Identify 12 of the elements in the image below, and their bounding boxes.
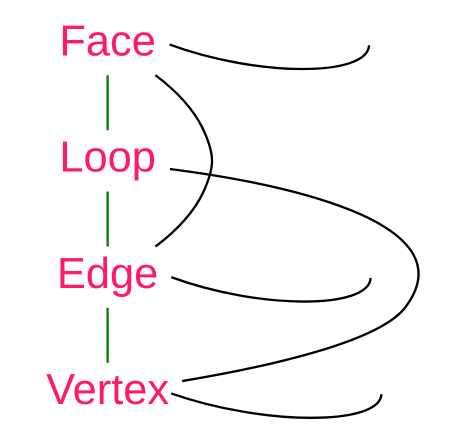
- node-text: Edge: [56, 250, 158, 298]
- connector: [170, 168, 419, 382]
- connector: [106, 308, 109, 363]
- node-text: Face: [59, 17, 156, 66]
- connector: [106, 75, 109, 130]
- connector: [170, 276, 372, 303]
- connector: [170, 392, 383, 419]
- node-text: Vertex: [46, 366, 170, 414]
- connector: [169, 43, 370, 70]
- connector: [106, 192, 109, 247]
- connector: [154, 74, 214, 248]
- node-text: Loop: [59, 134, 156, 182]
